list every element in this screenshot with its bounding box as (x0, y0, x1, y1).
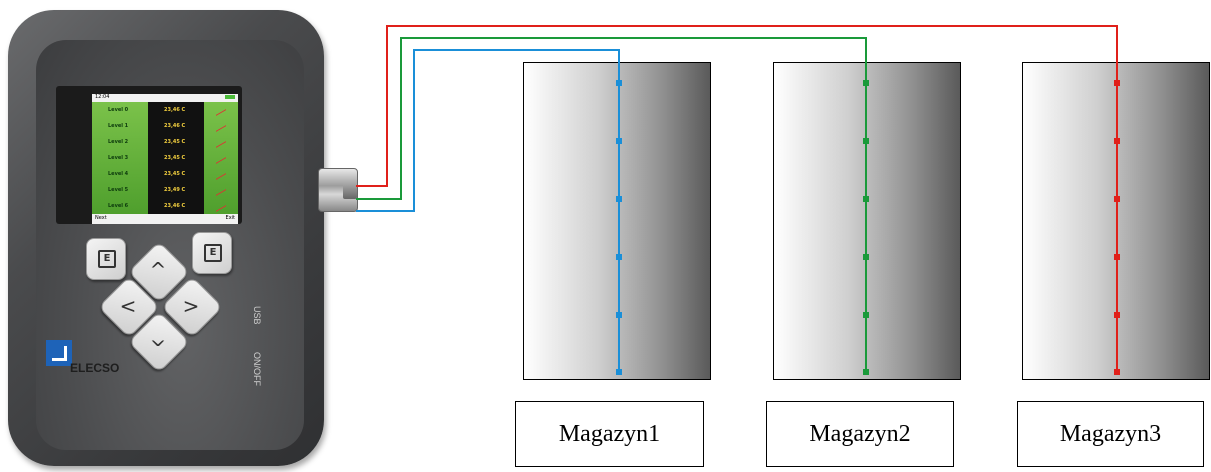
sensor-marker (863, 80, 869, 86)
wire-magazyn3 (356, 25, 1118, 374)
level-value: 23,46 C (164, 203, 186, 209)
screen-title: 12:04 (95, 94, 110, 100)
brand-name: ELECSO (70, 361, 120, 375)
screen-row: Level 3 23,45 C (92, 150, 238, 166)
sensor-marker (1114, 369, 1120, 375)
level-value: 23,46 C (164, 123, 186, 129)
sensor-marker (1114, 138, 1120, 144)
device-screen: 12:04 Level 0 23,46 C Level 1 23,46 C Le… (92, 94, 238, 224)
screen-row: Level 1 23,46 C (92, 118, 238, 134)
screen-row: Level 0 23,46 C (92, 102, 238, 118)
level-label: Level 6 (108, 203, 129, 209)
screen-footer-right: Exit (225, 215, 235, 221)
battery-icon (225, 95, 235, 99)
level-label: Level 4 (108, 171, 129, 177)
screen-values-column (148, 102, 204, 214)
menu-key-icon: E (98, 250, 116, 268)
connector-plug (343, 179, 357, 199)
sensor-marker (863, 254, 869, 260)
sensor-marker (616, 196, 622, 202)
level-value: 23,45 C (164, 171, 186, 177)
sensor-marker (616, 80, 622, 86)
arrow-left-icon: < (119, 294, 137, 318)
sensor-marker (616, 254, 622, 260)
wire-magazyn2 (356, 37, 867, 374)
menu-key-button[interactable]: E (86, 238, 126, 280)
sensor-marker (1114, 312, 1120, 318)
screen-row: Level 5 23,49 C (92, 182, 238, 198)
wire-magazyn1 (356, 49, 620, 374)
sensor-marker (863, 369, 869, 375)
level-value: 23,46 C (164, 107, 186, 113)
warehouse-2-label: Magazyn2 (766, 401, 954, 467)
brand-logo-icon (46, 340, 72, 366)
sensors-magazyn3 (1114, 80, 1120, 375)
level-label: Level 2 (108, 139, 129, 145)
level-value: 23,45 C (164, 139, 186, 145)
sensor-marker (863, 138, 869, 144)
sensor-marker (863, 196, 869, 202)
level-label: Level 3 (108, 155, 129, 161)
sensor-marker (616, 138, 622, 144)
sensors-magazyn1 (616, 80, 622, 375)
screen-footer-left: Next (95, 215, 107, 221)
warehouse-3-label: Magazyn3 (1017, 401, 1204, 467)
sensor-marker (1114, 80, 1120, 86)
warehouse-1-label: Magazyn1 (515, 401, 704, 467)
enter-key-icon: E (204, 244, 222, 262)
sensor-marker (616, 369, 622, 375)
sensor-marker (1114, 254, 1120, 260)
level-label: Level 0 (108, 107, 129, 113)
level-label: Level 1 (108, 123, 129, 129)
sensor-marker (863, 312, 869, 318)
sensors-magazyn2 (863, 80, 869, 375)
enter-key-button[interactable]: E (192, 232, 232, 274)
screen-row: Level 2 23,45 C (92, 134, 238, 150)
level-value: 23,49 C (164, 187, 186, 193)
level-label: Level 5 (108, 187, 129, 193)
arrow-up-icon: ^ (149, 258, 167, 282)
probe-connector (318, 168, 358, 212)
screen-row: Level 6 23,46 C (92, 198, 238, 214)
sensor-marker (616, 312, 622, 318)
warehouse-1 (523, 62, 711, 380)
screen-row: Level 4 23,45 C (92, 166, 238, 182)
sensor-marker (1114, 196, 1120, 202)
arrow-right-icon: > (182, 294, 200, 318)
level-value: 23,45 C (164, 155, 186, 161)
